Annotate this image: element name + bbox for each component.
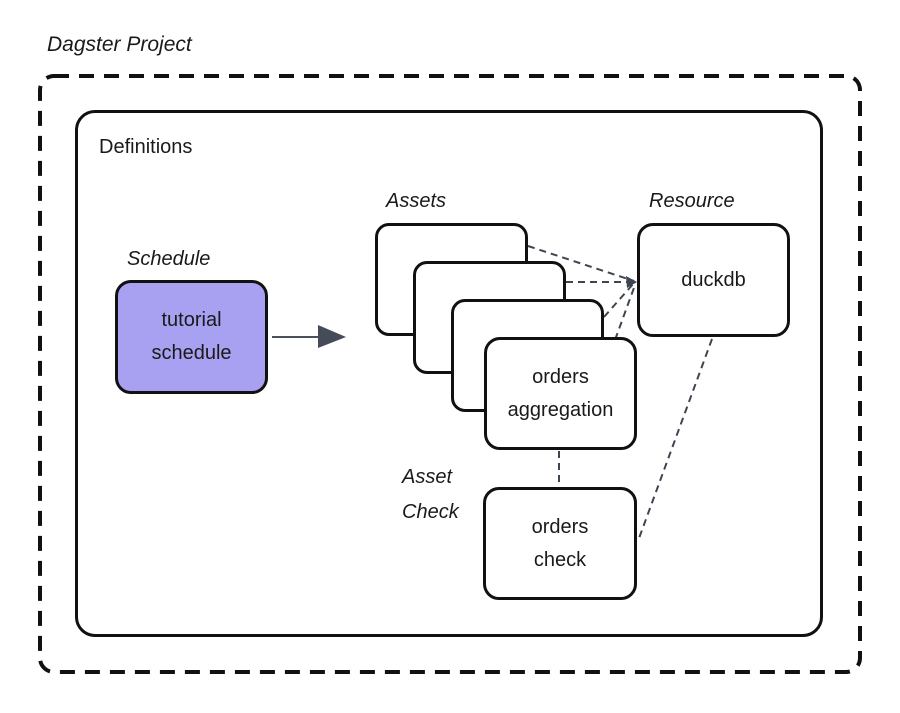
orders-check-node-text-line1: orders: [531, 515, 589, 538]
duckdb-node-text: duckdb: [681, 268, 746, 291]
duckdb-node: duckdb: [637, 223, 790, 337]
tutorial-schedule-node: tutorial schedule: [115, 280, 268, 394]
definitions-label: Definitions: [99, 136, 193, 158]
orders-aggregation-node: orders aggregation: [484, 337, 637, 450]
orders-aggregation-node-text-line1: orders: [532, 365, 589, 388]
tutorial-schedule-node-text-line1: tutorial: [161, 309, 222, 331]
schedule-group-label: Schedule: [127, 248, 211, 270]
orders-check-node-text-line2: check: [533, 548, 587, 571]
orders-check-node: orders check: [483, 487, 637, 600]
assets-group-label: Assets: [386, 190, 447, 212]
orders-aggregation-node-text-line2: aggregation: [507, 398, 614, 421]
asset-check-group-label: Asset Check: [402, 460, 459, 530]
resource-group-label: Resource: [649, 190, 735, 212]
tutorial-schedule-node-text-line2: schedule: [151, 342, 232, 364]
diagram-title: Dagster Project: [47, 33, 192, 56]
asset-check-group-label-line2: Check: [402, 501, 459, 523]
asset-check-group-label-line1: Asset: [402, 466, 453, 488]
